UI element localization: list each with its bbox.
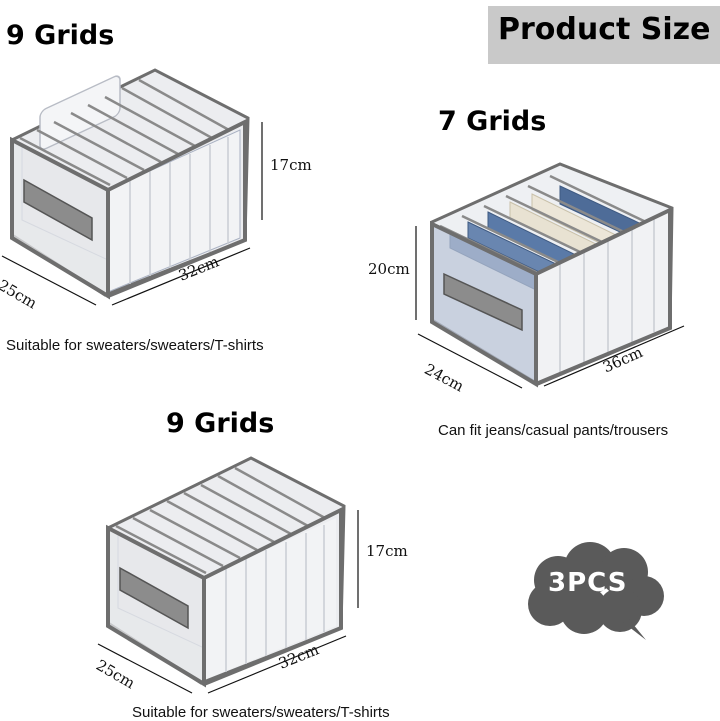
product-2-organizer-image (415, 162, 685, 389)
product-size-title: Product Size (498, 12, 711, 47)
three-pcs-cloud-badge (528, 542, 664, 640)
product-size-banner (488, 6, 720, 64)
product-1-organizer-image (1, 68, 263, 306)
product-3-caption: Suitable for sweaters/sweaters/T-shirts (132, 704, 390, 721)
product-1-caption: Suitable for sweaters/sweaters/T-shirts (6, 337, 264, 354)
product-1-height-label: 17cm (270, 156, 312, 174)
product-2-title: 7 Grids (438, 106, 547, 137)
product-2-caption: Can fit jeans/casual pants/trousers (438, 422, 669, 439)
three-pcs-label: 3PCS (548, 568, 628, 598)
product-3-organizer-image (97, 456, 359, 694)
product-1-title: 9 Grids (6, 20, 115, 51)
product-3-height-label: 17cm (366, 542, 408, 560)
product-2-height-label: 20cm (368, 260, 410, 278)
product-3-title: 9 Grids (166, 408, 275, 439)
